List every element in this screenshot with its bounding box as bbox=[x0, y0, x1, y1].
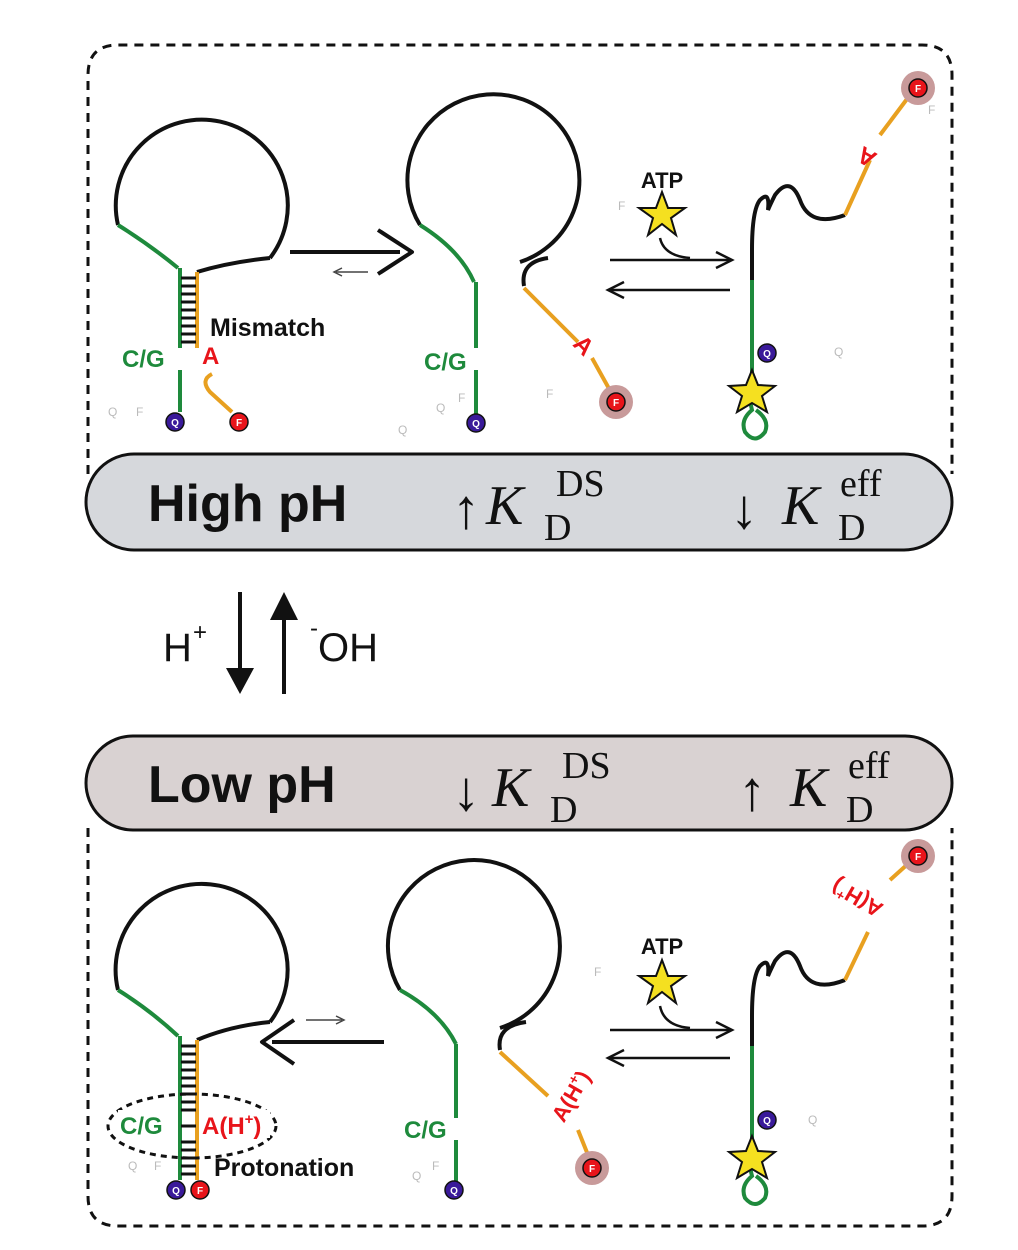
star-icon bbox=[635, 957, 689, 1006]
svg-text:D: D bbox=[838, 507, 865, 549]
svg-text:↓: ↓ bbox=[730, 479, 758, 541]
svg-text:-: - bbox=[310, 615, 318, 642]
svg-text:eff: eff bbox=[848, 745, 890, 787]
svg-text:Q: Q bbox=[808, 1113, 817, 1127]
svg-text:A(H+): A(H+) bbox=[545, 1065, 596, 1126]
svg-text:H: H bbox=[163, 626, 192, 670]
atp-label: ATP bbox=[641, 934, 683, 959]
svg-text:↑: ↑ bbox=[738, 761, 766, 823]
quencher-icon bbox=[757, 343, 777, 363]
svg-text:Q: Q bbox=[834, 345, 843, 359]
fluorophore-icon bbox=[908, 78, 928, 98]
svg-text:C/G: C/G bbox=[404, 1117, 447, 1144]
svg-text:Q: Q bbox=[128, 1159, 137, 1173]
atp-group-top: ATP F bbox=[605, 168, 735, 300]
svg-text:F: F bbox=[915, 852, 921, 863]
svg-text:Q: Q bbox=[763, 349, 771, 360]
svg-text:C/G: C/G bbox=[424, 349, 467, 376]
quencher-icon bbox=[166, 1180, 186, 1200]
svg-text:K: K bbox=[789, 757, 830, 819]
protonation-ellipse bbox=[106, 1092, 278, 1160]
hairpin-open-low: C/G A(H+) Q F Q F F bbox=[385, 858, 609, 1200]
hairpin-closed-high: Mismatch C/G A Q F Q F bbox=[108, 117, 325, 432]
svg-text:DS: DS bbox=[562, 745, 611, 787]
svg-text:D: D bbox=[550, 789, 577, 831]
svg-text:F: F bbox=[136, 405, 143, 419]
cg-label: C/G bbox=[122, 346, 165, 373]
star-icon bbox=[726, 367, 778, 415]
high-ph-title: High pH bbox=[148, 475, 347, 533]
svg-text:+: + bbox=[193, 619, 207, 646]
protonation-label: Protonation bbox=[214, 1154, 354, 1182]
quencher-icon bbox=[757, 1110, 777, 1130]
svg-text:F: F bbox=[154, 1159, 161, 1173]
aptamer-complex-high: A F F Q Q bbox=[726, 71, 935, 441]
svg-text:A(H+): A(H+) bbox=[826, 873, 887, 924]
svg-text:F: F bbox=[236, 418, 242, 429]
atp-group-bottom: ATP bbox=[605, 934, 735, 1068]
svg-text:↓: ↓ bbox=[452, 761, 480, 823]
fluorophore-icon bbox=[582, 1158, 602, 1178]
svg-text:Q: Q bbox=[171, 418, 179, 429]
svg-text:A(H+): A(H+) bbox=[202, 1111, 261, 1140]
mismatch-a-label: A bbox=[202, 343, 219, 370]
ph-shift-arrows: H + - OH bbox=[163, 592, 378, 694]
atp-label: ATP bbox=[641, 168, 683, 193]
aptamer-complex-low: A(H+) F Q Q bbox=[726, 839, 935, 1206]
svg-text:Q: Q bbox=[412, 1169, 421, 1183]
svg-text:F: F bbox=[197, 1186, 203, 1197]
fluorophore-icon bbox=[908, 846, 928, 866]
svg-text:Q: Q bbox=[108, 405, 117, 419]
svg-text:A: A bbox=[853, 140, 882, 172]
svg-text:C/G: C/G bbox=[120, 1113, 163, 1140]
svg-text:K: K bbox=[491, 757, 532, 819]
star-icon bbox=[635, 189, 689, 238]
svg-text:OH: OH bbox=[318, 626, 378, 670]
equilibrium-arrow-bottom-left bbox=[260, 1015, 384, 1066]
svg-text:F: F bbox=[594, 965, 601, 979]
arrow-icon bbox=[270, 592, 298, 620]
high-ph-bar: High pH ↑ K DS D ↓ K eff D bbox=[84, 452, 954, 552]
fluorophore-icon bbox=[190, 1180, 210, 1200]
svg-text:Q: Q bbox=[172, 1186, 180, 1197]
svg-text:F: F bbox=[618, 199, 625, 213]
svg-text:F: F bbox=[915, 84, 921, 95]
arrow-icon bbox=[226, 668, 254, 694]
star-icon bbox=[726, 1133, 778, 1181]
fluorophore-icon bbox=[229, 412, 249, 432]
hairpin-open-high: C/G A Q F Q F Q F bbox=[398, 92, 633, 437]
svg-text:Q: Q bbox=[436, 401, 445, 415]
low-ph-title: Low pH bbox=[148, 756, 336, 814]
svg-text:F: F bbox=[458, 391, 465, 405]
svg-text:K: K bbox=[485, 475, 526, 537]
svg-text:Q: Q bbox=[763, 1116, 771, 1127]
quencher-icon bbox=[165, 412, 185, 432]
mismatch-label: Mismatch bbox=[210, 314, 325, 342]
svg-text:D: D bbox=[846, 789, 873, 831]
svg-text:F: F bbox=[589, 1164, 595, 1175]
svg-text:F: F bbox=[432, 1159, 439, 1173]
svg-text:Q: Q bbox=[472, 419, 480, 430]
svg-text:Q: Q bbox=[450, 1186, 458, 1197]
svg-text:F: F bbox=[546, 387, 553, 401]
svg-text:F: F bbox=[613, 398, 619, 409]
svg-text:K: K bbox=[781, 475, 822, 537]
quencher-icon bbox=[466, 413, 486, 433]
svg-text:DS: DS bbox=[556, 463, 605, 505]
svg-text:Q: Q bbox=[398, 423, 407, 437]
equilibrium-arrow-top-left bbox=[290, 228, 414, 277]
dashed-frame bbox=[86, 43, 954, 1228]
hairpin-closed-low: C/G A(H+) Protonation Q F Q F bbox=[106, 881, 354, 1200]
fluorophore-icon bbox=[606, 392, 626, 412]
svg-text:eff: eff bbox=[840, 463, 882, 505]
svg-text:F: F bbox=[928, 103, 935, 117]
svg-text:↑: ↑ bbox=[452, 479, 480, 541]
svg-text:D: D bbox=[544, 507, 571, 549]
quencher-icon bbox=[444, 1180, 464, 1200]
low-ph-bar: Low pH ↓ K DS D ↑ K eff D bbox=[84, 734, 954, 832]
